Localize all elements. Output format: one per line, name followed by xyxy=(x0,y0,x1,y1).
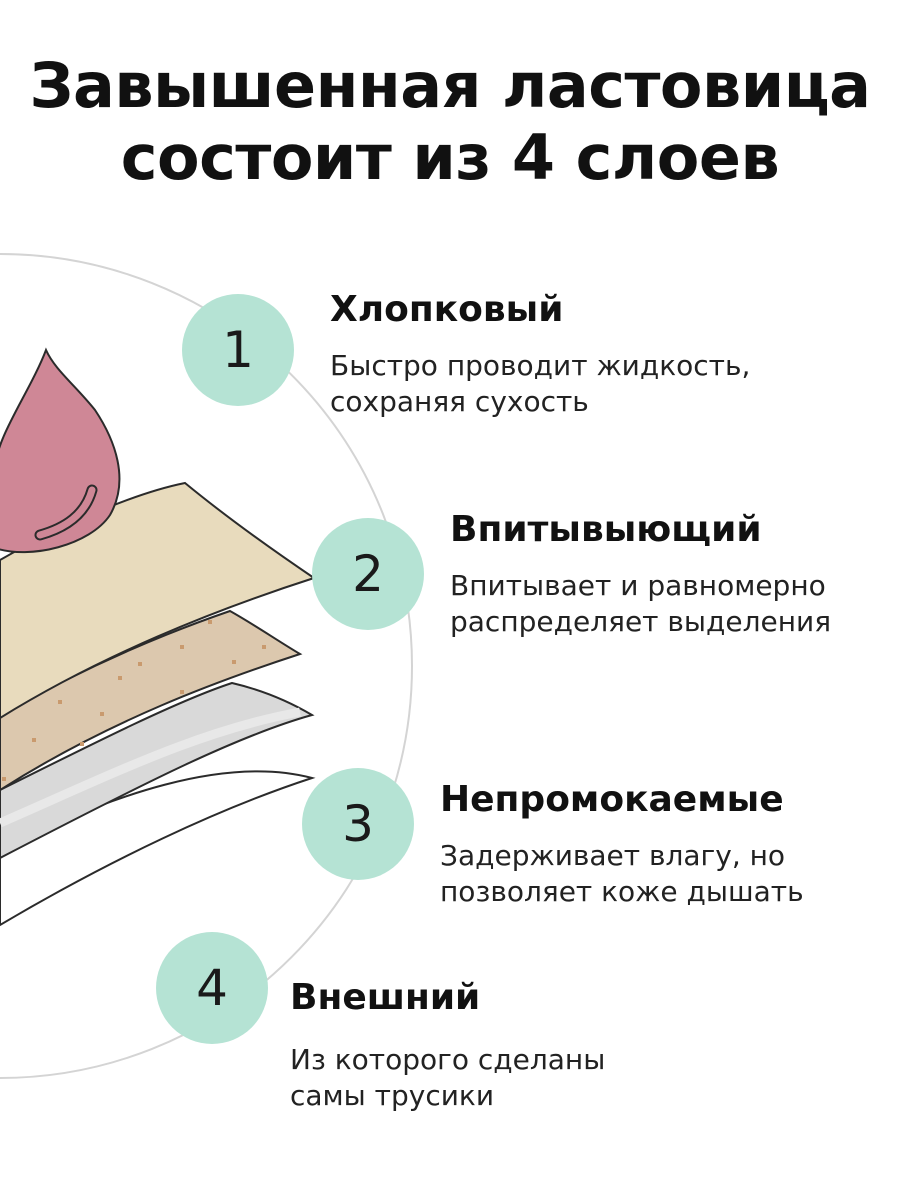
layer-desc-1-line-2: сохраняя сухость xyxy=(330,385,589,418)
layer-name-2: Впитывыющий xyxy=(450,509,762,550)
page-title: Завышенная ластовица состоит из 4 слоев xyxy=(0,50,900,194)
title-line-1: Завышенная ластовица xyxy=(29,49,872,122)
layer-desc-1-line-1: Быстро проводит жидкость, xyxy=(330,349,751,382)
layer-name-1: Хлопковый xyxy=(330,289,564,330)
absorbent-dots xyxy=(2,620,266,781)
layer-desc-3-line-2: позволяет коже дышать xyxy=(440,875,804,908)
badge-4: 4 xyxy=(156,932,268,1044)
layer-name-4: Внешний xyxy=(290,977,481,1018)
layer-desc-1: Быстро проводит жидкость, сохраняя сухос… xyxy=(330,348,750,420)
layer-desc-4-line-2: самы трусики xyxy=(290,1079,495,1112)
layer-desc-2-line-2: распределяет выделения xyxy=(450,605,832,638)
layer-info-3: Непромокаемые Задерживает влагу, но позв… xyxy=(440,778,804,910)
badge-1: 1 xyxy=(182,294,294,406)
background-circle xyxy=(0,253,413,1079)
layer-desc-3: Задерживает влагу, но позволяет коже дыш… xyxy=(440,838,804,910)
badge-3: 3 xyxy=(302,768,414,880)
layer-name-3: Непромокаемые xyxy=(440,779,784,820)
layer-desc-3-line-1: Задерживает влагу, но xyxy=(440,839,786,872)
layer-desc-4-line-1: Из которого сделаны xyxy=(290,1043,606,1076)
badge-2: 2 xyxy=(312,518,424,630)
layer-info-2: Впитывыющий Впитывает и равномерно распр… xyxy=(450,508,831,640)
layer-info-1: Хлопковый Быстро проводит жидкость, сохр… xyxy=(330,288,750,420)
drop-highlight-inner xyxy=(36,486,96,539)
title-line-2: состоит из 4 слоев xyxy=(120,121,780,194)
layer-desc-2: Впитывает и равномерно распределяет выде… xyxy=(450,568,831,640)
layer-info-4: Внешний Из которого сделаны самы трусики xyxy=(290,976,605,1114)
layer-waterproof-stripe xyxy=(0,707,301,828)
layer-desc-4: Из которого сделаны самы трусики xyxy=(290,1042,605,1114)
layer-desc-2-line-1: Впитывает и равномерно xyxy=(450,569,826,602)
